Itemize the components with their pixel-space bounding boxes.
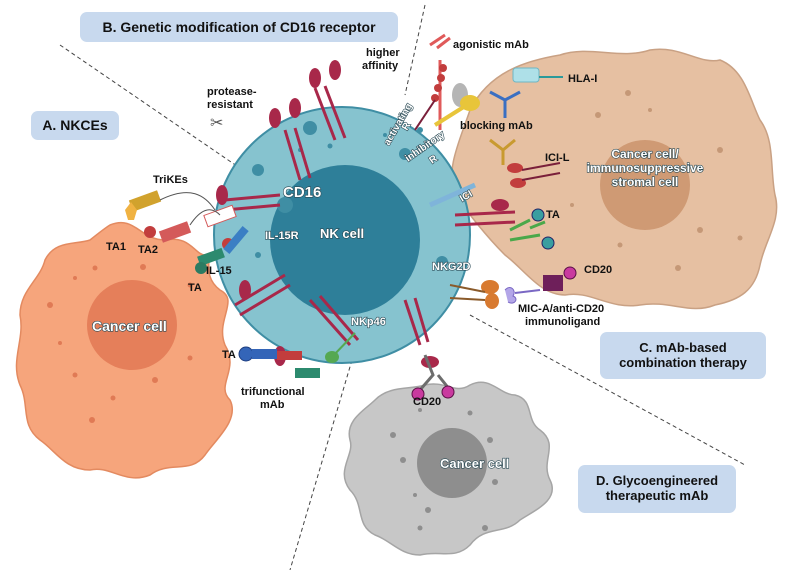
label-cancer-bottom: Cancer cell [440, 456, 509, 471]
label-trifunctional: trifunctional [241, 386, 305, 398]
cd16-receptors [224, 85, 516, 346]
panel-c-molecules [414, 33, 577, 309]
label-nk-cell: NK cell [320, 226, 364, 241]
label-agonistic-mab: agonistic mAb [453, 39, 529, 51]
divider-line-bc [404, 4, 426, 96]
label-immunoligand: immunoligand [525, 316, 600, 328]
label-resistant: resistant [207, 99, 253, 111]
label-ta1: TA1 [106, 241, 126, 253]
trike-molecules [125, 190, 249, 274]
panel-b-title: B. Genetic modification of CD16 receptor [80, 12, 398, 42]
panel-c-title: C. mAb-based combination therapy [600, 332, 766, 379]
label-protease: protease- [207, 86, 257, 98]
label-cd16: CD16 [283, 184, 321, 201]
nk-cell [213, 106, 471, 364]
label-cancer-right-2: immunosuppressive [587, 161, 704, 175]
nucleus [87, 280, 177, 370]
label-nkg2d: NKG2D [432, 261, 471, 273]
divider-line-ab [59, 44, 251, 176]
label-cancer-left: Cancer cell [92, 318, 167, 334]
label-blocking-mab: blocking mAb [460, 120, 533, 132]
panel-d-line1: D. Glycoengineered [595, 473, 719, 489]
label-ta-left: TA [188, 282, 202, 294]
label-cancer-right-1: Cancer cell/ [611, 147, 679, 161]
label-ta-right: TA [546, 209, 560, 221]
panel-d-title: D. Glycoengineered therapeutic mAb [578, 465, 736, 513]
cancer-cell-left [15, 222, 233, 479]
trifunctional-mab [238, 332, 356, 378]
label-mica: MIC-A/anti-CD20 [518, 303, 604, 315]
label-cd20-bottom: CD20 [413, 396, 441, 408]
label-nkp46: NKp46 [351, 316, 386, 328]
label-cancer-right-3: stromal cell [612, 175, 679, 189]
label-il15r: IL-15R [265, 230, 299, 242]
nucleus [417, 428, 487, 498]
label-mab: mAb [260, 399, 285, 411]
panel-c-line1: C. mAb-based [639, 339, 727, 355]
glycoengineered-mab [411, 354, 455, 401]
cancer-cell-right [451, 48, 778, 310]
label-affinity: affinity [362, 60, 399, 72]
label-trikes: TriKEs [153, 174, 188, 186]
label-hla: HLA-I [568, 73, 597, 85]
label-ta-bottom-left: TA [222, 349, 236, 361]
label-il15: IL-15 [206, 265, 232, 277]
panel-a-title: A. NKCEs [31, 111, 119, 140]
cancer-cell-bottom [343, 381, 553, 556]
divider-line-ad [289, 359, 353, 570]
panel-c-line2: combination therapy [619, 354, 747, 370]
panel-d-line2: therapeutic mAb [605, 488, 709, 503]
label-higher: higher [366, 47, 400, 59]
nk-nucleus [270, 165, 420, 315]
scissors-icon: ✂ [210, 115, 223, 132]
nucleus [600, 140, 690, 230]
label-ici-l: ICI-L [545, 152, 570, 164]
cd16-heads [216, 60, 509, 368]
label-ta2: TA2 [138, 244, 158, 256]
label-cd20-right: CD20 [584, 264, 612, 276]
divider-line-cd [469, 314, 746, 466]
